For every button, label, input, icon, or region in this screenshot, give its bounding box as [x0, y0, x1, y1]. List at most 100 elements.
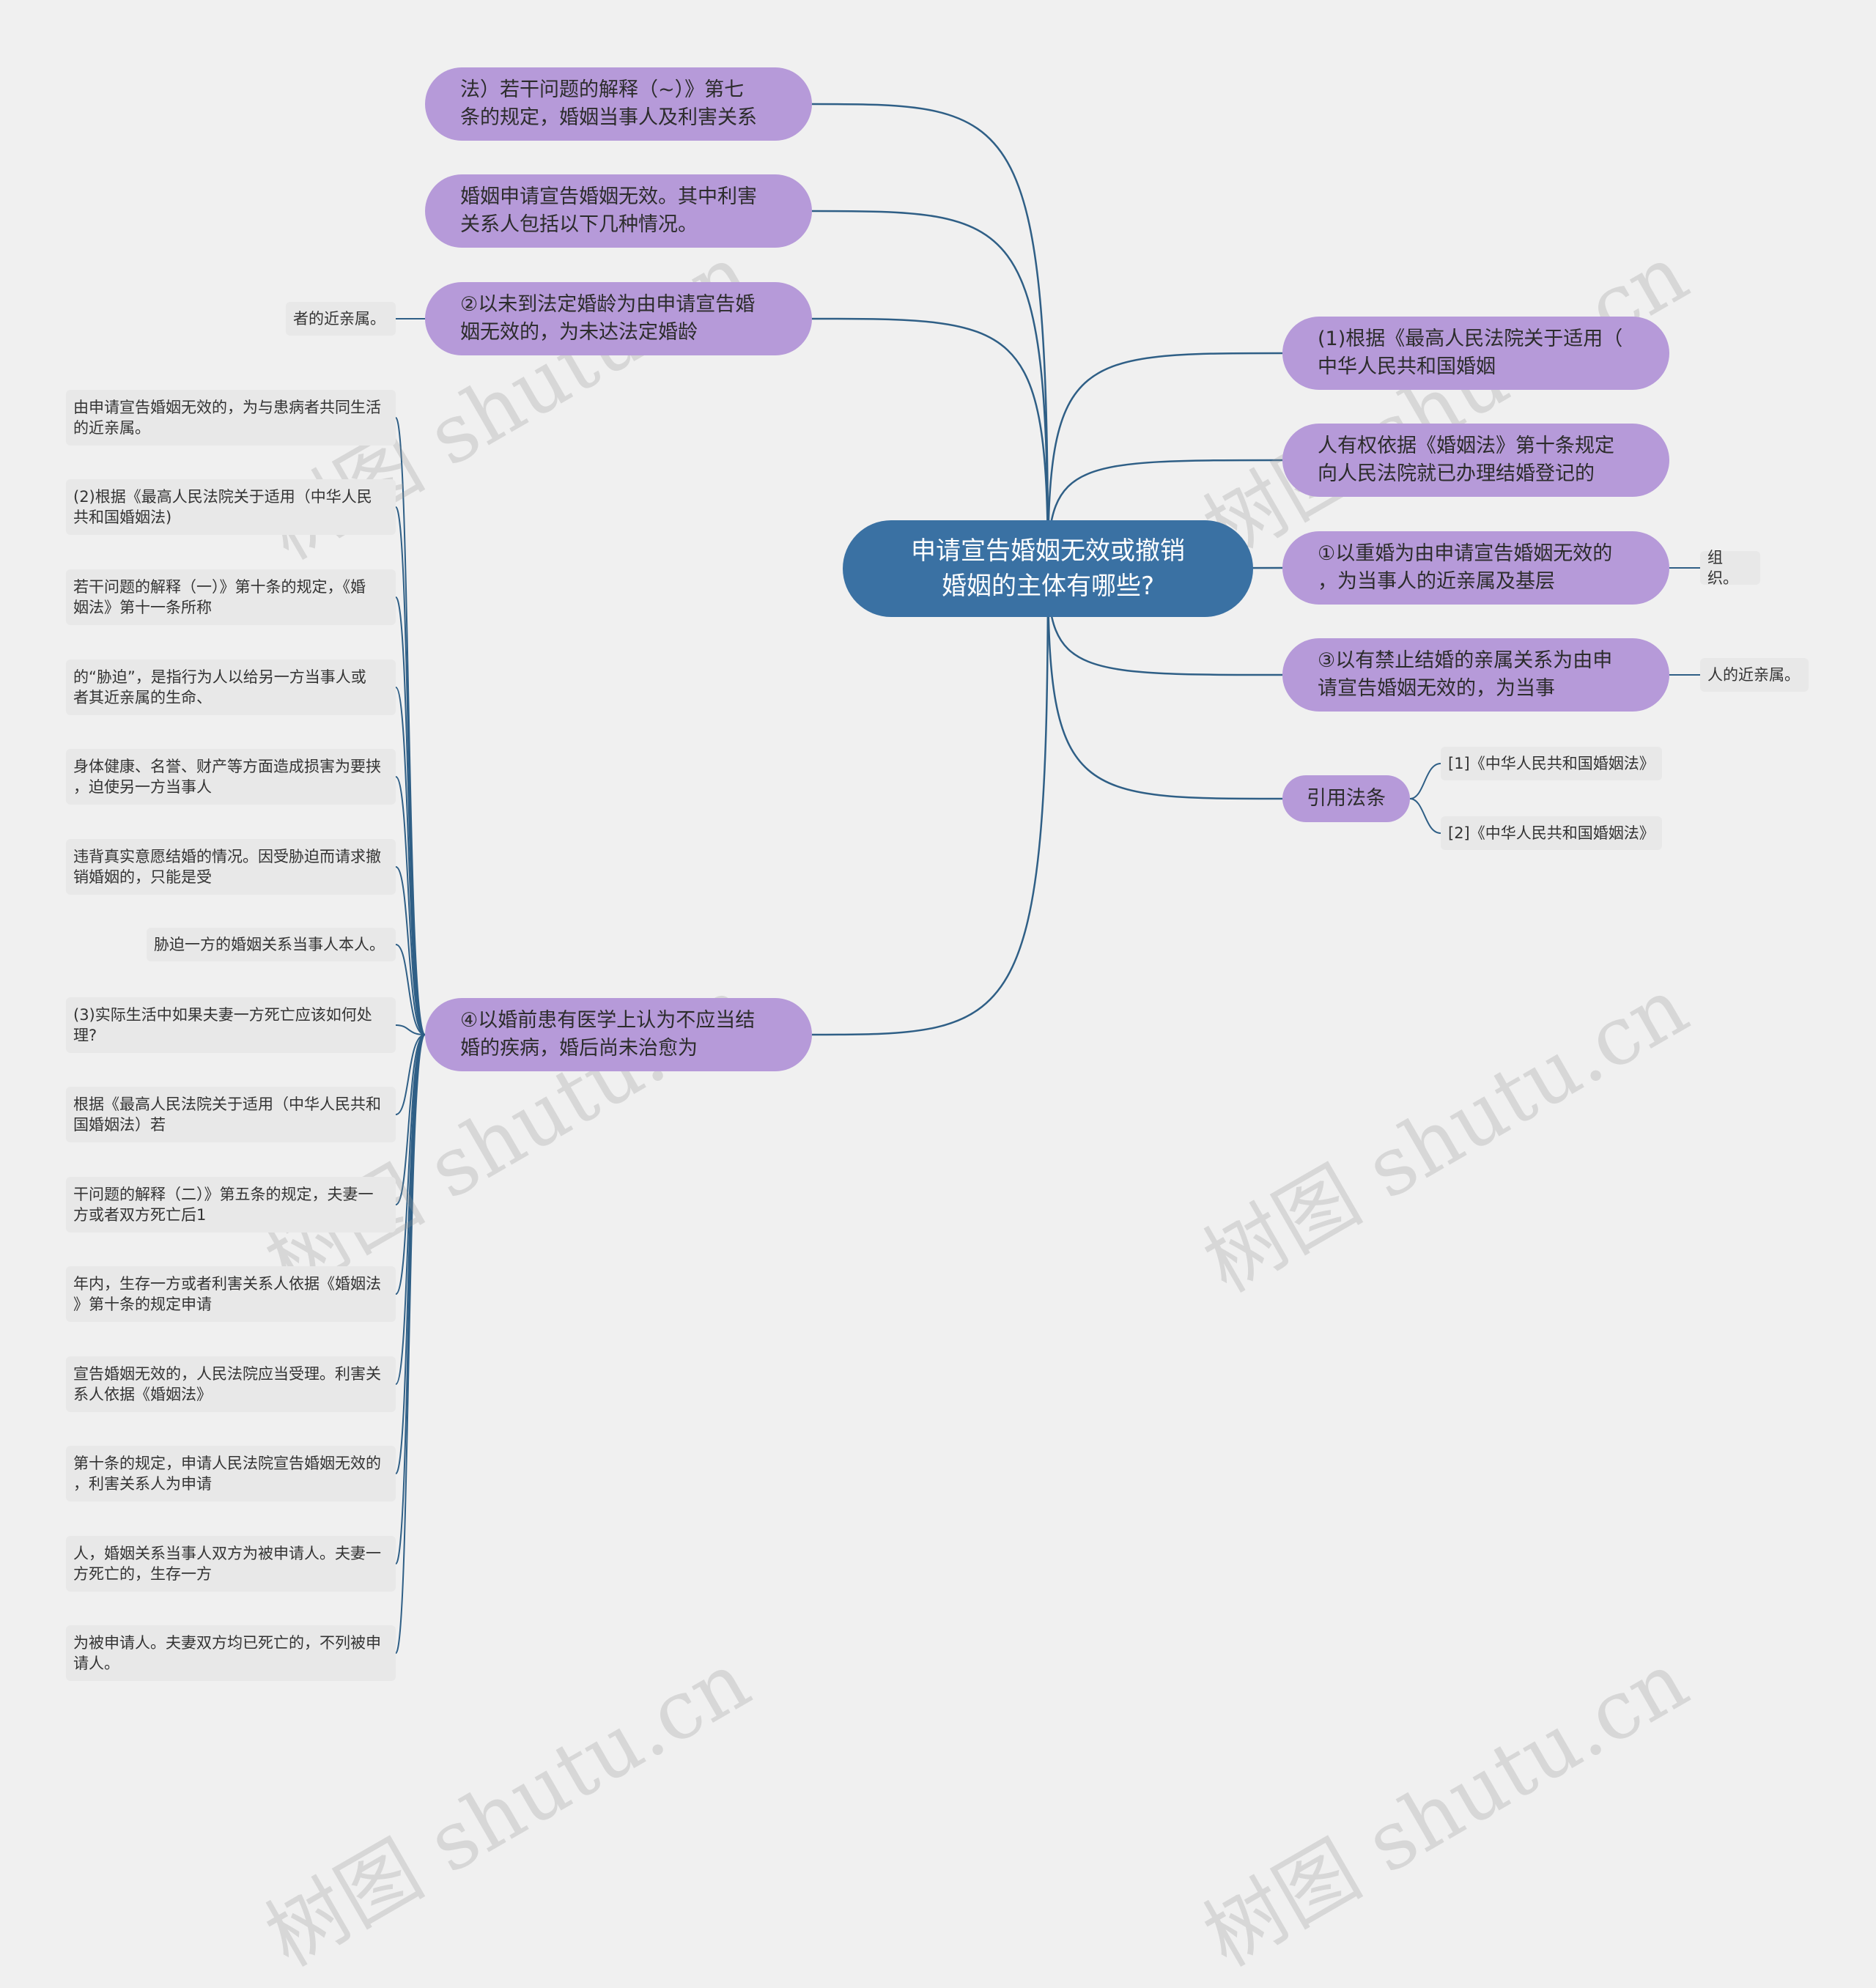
leaf-node[interactable]: 宣告婚姻无效的，人民法院应当受理。利害关系人依据《婚姻法》	[66, 1356, 396, 1412]
leaf-line1: 若干问题的解释（一）》第十条的规定，《婚	[73, 578, 366, 596]
reference-text: [2]《中华人民共和国婚姻法》	[1448, 824, 1655, 842]
leaf-line2: 姻法》第十一条所称	[73, 599, 212, 616]
leaf-node[interactable]: 年内，生存一方或者利害关系人依据《婚姻法》第十条的规定申请	[66, 1266, 396, 1322]
leaf-line2: 系人依据《婚姻法》	[73, 1386, 212, 1403]
branch-line1: ③以有禁止结婚的亲属关系为由申	[1318, 649, 1613, 672]
leaf-line1: (3)实际生活中如果夫妻一方死亡应该如何处	[73, 1006, 372, 1024]
leaf-line2: 国婚姻法）若	[73, 1116, 166, 1134]
leaf-node[interactable]: 违背真实意愿结婚的情况。因受胁迫而请求撤销婚姻的，只能是受	[66, 839, 396, 895]
leaf-line2: 理?	[73, 1027, 97, 1044]
leaf-line2: ，利害关系人为申请	[73, 1475, 212, 1493]
branch-line1: ④以婚前患有医学上认为不应当结	[460, 1009, 756, 1032]
root-title-line2: 婚姻的主体有哪些?	[941, 572, 1155, 601]
connector-line	[395, 1034, 426, 1205]
leaf-text: 者的近亲属。	[293, 310, 385, 328]
leaf-line1: (2)根据《最高人民法院关于适用（中华人民	[73, 488, 372, 506]
branch-node-right[interactable]: ①以重婚为由申请宣告婚姻无效的 ，为当事人的近亲属及基层	[1282, 531, 1669, 605]
branch-line1: (1)根据《最高人民法院关于适用（	[1318, 328, 1623, 350]
leaf-line2: 方死亡的，生存一方	[73, 1565, 212, 1583]
leaf-node[interactable]: 由申请宣告婚姻无效的，为与患病者共同生活的近亲属。	[66, 390, 396, 446]
branch-line2: ，为当事人的近亲属及基层	[1318, 570, 1555, 593]
leaf-line2: 销婚姻的，只能是受	[73, 868, 212, 886]
branch-line2: 关系人包括以下几种情况。	[460, 213, 698, 236]
reference-text: [1]《中华人民共和国婚姻法》	[1448, 755, 1655, 772]
connector-line	[395, 1034, 426, 1115]
leaf-text: 人的近亲属。	[1707, 666, 1800, 684]
leaf-line1: 第十条的规定，申请人民法院宣告婚姻无效的	[73, 1455, 381, 1472]
connector-line	[811, 317, 1049, 569]
leaf-line2: 者其近亲属的生命、	[73, 689, 212, 706]
leaf-node[interactable]: (2)根据《最高人民法院关于适用（中华人民共和国婚姻法)	[66, 479, 396, 535]
connector-line	[395, 596, 426, 1035]
branch-node-left[interactable]: ②以未到法定婚龄为由申请宣告婚姻无效的，为未达法定婚龄	[425, 282, 812, 355]
connector-line	[395, 1024, 426, 1035]
branch-node-right[interactable]: (1)根据《最高人民法院关于适用（ 中华人民共和国婚姻	[1282, 317, 1669, 390]
leaf-node[interactable]: 根据《最高人民法院关于适用（中华人民共和国婚姻法）若	[66, 1087, 396, 1142]
leaf-node[interactable]: 者的近亲属。	[286, 302, 396, 336]
branch-node-left[interactable]: 婚姻申请宣告婚姻无效。其中利害关系人包括以下几种情况。	[425, 174, 812, 248]
connector-line	[395, 866, 426, 1035]
leaf-line2: 共和国婚姻法)	[73, 509, 172, 526]
connector-line	[395, 687, 426, 1035]
root-topic[interactable]: 申请宣告婚姻无效或撤销 婚姻的主体有哪些?	[843, 520, 1253, 617]
leaf-text: 组织。	[1707, 549, 1738, 587]
branch-line1: 引用法条	[1307, 787, 1386, 810]
leaf-node[interactable]: 人，婚姻关系当事人双方为被申请人。夫妻一方死亡的，生存一方	[66, 1536, 396, 1592]
leaf-node[interactable]: 若干问题的解释（一）》第十条的规定，《婚姻法》第十一条所称	[66, 569, 396, 625]
leaf-line2: 》第十条的规定申请	[73, 1296, 212, 1313]
connector-line	[1046, 568, 1283, 800]
branch-node-right[interactable]: ③以有禁止结婚的亲属关系为由申请宣告婚姻无效的，为当事	[1282, 638, 1669, 712]
connector-line	[395, 944, 426, 1035]
leaf-line1: 身体健康、名誉、财产等方面造成损害为要挟	[73, 758, 381, 775]
branch-line2: 条的规定，婚姻当事人及利害关系	[460, 106, 757, 129]
leaf-node[interactable]: 胁迫一方的婚姻关系当事人本人。	[147, 928, 396, 961]
leaf-node[interactable]: 干问题的解释（二）》第五条的规定，夫妻一方或者双方死亡后1	[66, 1177, 396, 1233]
connector-line	[395, 1034, 426, 1654]
leaf-line1: 年内，生存一方或者利害关系人依据《婚姻法	[73, 1275, 381, 1293]
connector-line	[811, 568, 1049, 1036]
leaf-node[interactable]: (3)实际生活中如果夫妻一方死亡应该如何处理?	[66, 997, 396, 1053]
leaf-line1: 胁迫一方的婚姻关系当事人本人。	[154, 936, 385, 953]
reference-item[interactable]: [2]《中华人民共和国婚姻法》	[1441, 816, 1662, 850]
branch-line1: ②以未到法定婚龄为由申请宣告婚	[460, 293, 756, 316]
root-title-line1: 申请宣告婚姻无效或撤销	[911, 536, 1185, 566]
leaf-line2: 请人。	[73, 1655, 119, 1672]
branch-line2: 婚的疾病，婚后尚未治愈为	[460, 1037, 698, 1060]
connector-line	[395, 776, 426, 1035]
leaf-node[interactable]: 的“胁迫”，是指行为人以给另一方当事人或者其近亲属的生命、	[66, 659, 396, 715]
branch-node-left[interactable]: 法）若干问题的解释（~）》第七条的规定，婚姻当事人及利害关系	[425, 67, 812, 141]
connector-line	[1409, 798, 1441, 834]
branch-line1: 人有权依据《婚姻法》第十条规定	[1318, 435, 1614, 457]
leaf-line1: 违背真实意愿结婚的情况。因受胁迫而请求撤	[73, 848, 381, 865]
leaf-line2: 方或者双方死亡后1	[73, 1206, 207, 1224]
leaf-line1: 为被申请人。夫妻双方均已死亡的，不列被申	[73, 1634, 381, 1652]
branch-line1: 婚姻申请宣告婚姻无效。其中利害	[460, 185, 757, 208]
connector-line	[811, 103, 1049, 569]
reference-item[interactable]: [1]《中华人民共和国婚姻法》	[1441, 747, 1662, 780]
leaf-line1: 由申请宣告婚姻无效的，为与患病者共同生活	[73, 399, 381, 416]
leaf-node[interactable]: 身体健康、名誉、财产等方面造成损害为要挟 ，迫使另一方当事人	[66, 749, 396, 805]
connector-line	[395, 1034, 426, 1385]
leaf-node[interactable]: 为被申请人。夫妻双方均已死亡的，不列被申请人。	[66, 1625, 396, 1681]
leaf-line2: 的近亲属。	[73, 419, 150, 437]
connector-line	[1409, 763, 1441, 799]
leaf-line1: 宣告婚姻无效的，人民法院应当受理。利害关	[73, 1365, 381, 1383]
branch-line1: ①以重婚为由申请宣告婚姻无效的	[1318, 542, 1613, 565]
leaf-line1: 根据《最高人民法院关于适用（中华人民共和	[73, 1095, 381, 1113]
connector-line	[395, 1034, 426, 1295]
connector-line	[1046, 352, 1283, 569]
branch-line2: 向人民法院就已办理结婚登记的	[1318, 462, 1595, 485]
branch-line1: 法）若干问题的解释（~）》第七	[460, 78, 745, 101]
branch-node-references[interactable]: 引用法条	[1282, 775, 1410, 822]
branch-node-left[interactable]: ④以婚前患有医学上认为不应当结婚的疾病，婚后尚未治愈为	[425, 998, 812, 1071]
leaf-line1: 干问题的解释（二）》第五条的规定，夫妻一	[73, 1186, 374, 1203]
leaf-line2: ，迫使另一方当事人	[73, 778, 212, 796]
branch-line2: 中华人民共和国婚姻	[1318, 355, 1496, 378]
leaf-node[interactable]: 人的近亲属。	[1700, 658, 1809, 692]
leaf-node[interactable]: 组织。	[1700, 549, 1760, 587]
branch-line2: 请宣告婚姻无效的，为当事	[1318, 677, 1555, 700]
leaf-line1: 的“胁迫”，是指行为人以给另一方当事人或	[73, 668, 366, 686]
leaf-node[interactable]: 第十条的规定，申请人民法院宣告婚姻无效的 ，利害关系人为申请	[66, 1446, 396, 1501]
mind-map-canvas: 树图 shutu.cn 树图 shutu.cn 树图 shutu.cn 树图 s…	[66, 67, 1809, 1984]
branch-node-right[interactable]: 人有权依据《婚姻法》第十条规定向人民法院就已办理结婚登记的	[1282, 424, 1669, 497]
